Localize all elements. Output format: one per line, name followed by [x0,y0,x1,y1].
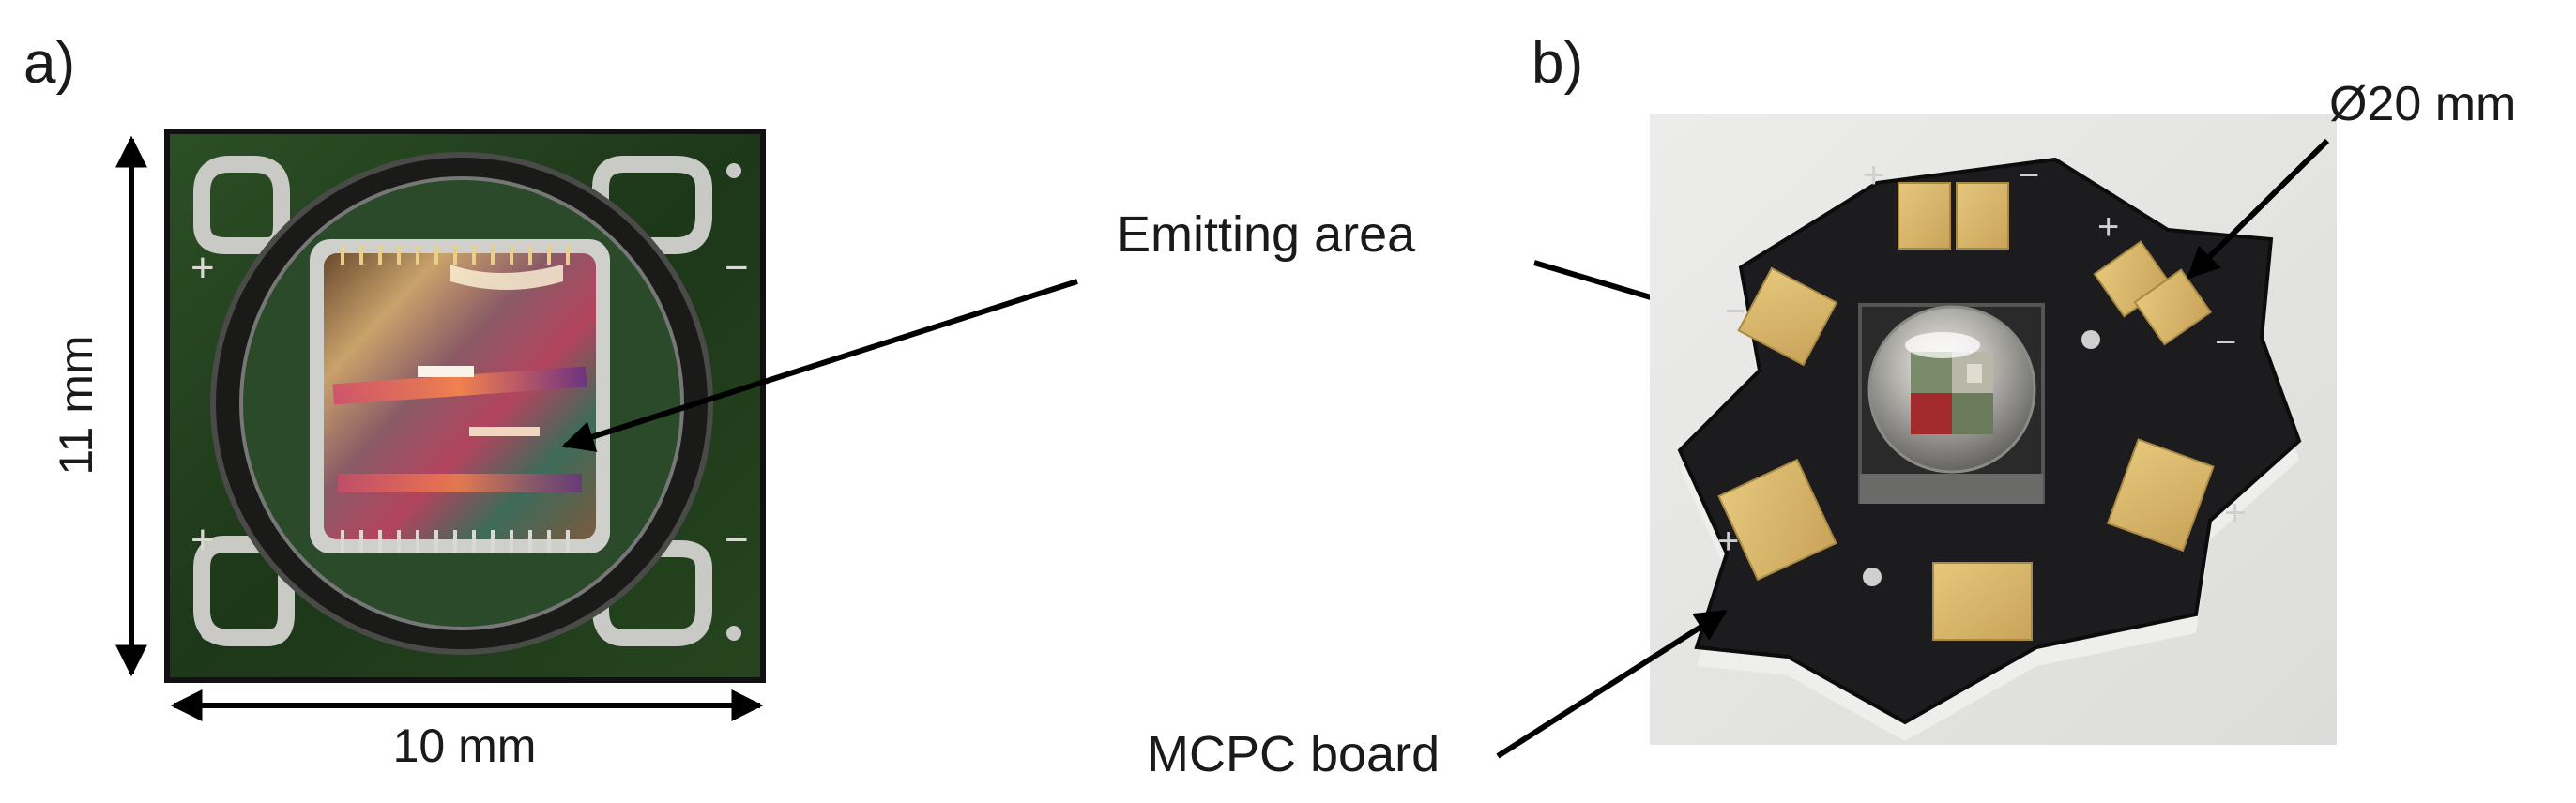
plus-mark: + [1717,521,1739,562]
emitting-area-arrow-a [561,279,1078,452]
minus-mark: − [2018,155,2039,196]
emitting-area-label: Emitting area [1117,206,1416,263]
minus-mark: − [2215,322,2236,363]
plus-mark: + [191,517,215,563]
led-package-photo: + + − − [164,129,766,683]
diameter-label: Ø20 mm [2329,77,2516,131]
board-arrow [1496,609,1728,759]
height-dimension-label: 11 mm [50,335,102,475]
minus-mark: − [724,517,749,563]
minus-mark: − [724,245,749,291]
plus-mark: + [1863,155,1884,196]
panel-a-label: a) [23,31,75,96]
panel-b-label: b) [1532,31,1583,96]
star-board-photo: + − + − − + + [1650,114,2337,745]
plus-mark: + [191,245,215,291]
diameter-arrow [2187,138,2330,280]
width-dimension-label: 10 mm [393,720,537,772]
plus-mark: + [2224,492,2246,534]
plus-mark: + [2097,206,2119,248]
minus-mark: − [1725,291,1746,332]
board-label: MCPC board [1147,726,1440,782]
